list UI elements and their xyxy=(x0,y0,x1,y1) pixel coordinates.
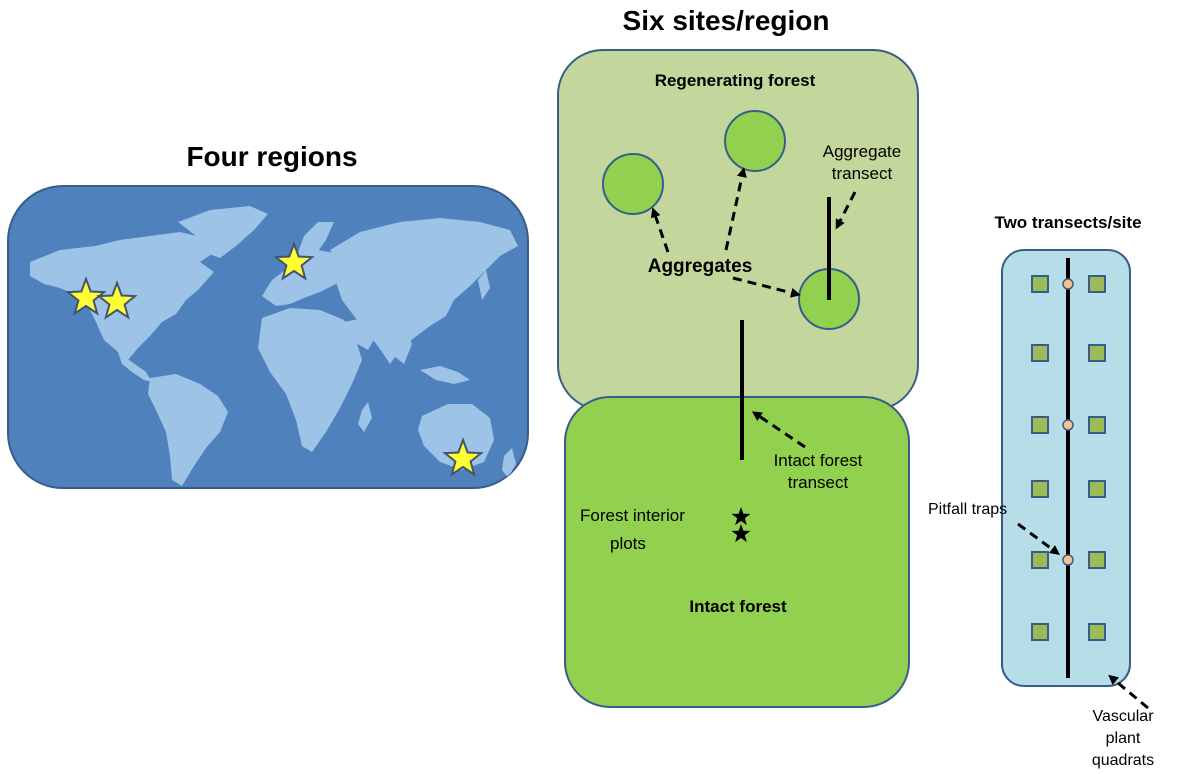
vascular-plant-quadrat xyxy=(1088,416,1106,434)
india-landmass xyxy=(388,326,412,364)
vascular-label-line3: quadrats xyxy=(1092,752,1154,769)
vascular-plant-quadrat xyxy=(1088,344,1106,362)
pitfall-trap xyxy=(1062,419,1074,431)
vascular-label-line2: plant xyxy=(1106,730,1141,747)
greenland-landmass xyxy=(178,206,268,258)
central-america-landmass xyxy=(118,352,152,382)
six-sites-title: Six sites/region xyxy=(623,5,830,36)
arabia-landmass xyxy=(344,318,378,350)
intact-transect-label-line2: transect xyxy=(788,473,849,492)
vascular-plant-quadrat xyxy=(1031,623,1049,641)
japan-landmass xyxy=(478,270,490,300)
pitfall-traps-label: Pitfall traps xyxy=(928,501,1007,518)
vascular-plant-quadrat xyxy=(1088,275,1106,293)
vascular-plant-quadrat xyxy=(1031,275,1049,293)
aggregate-arrow xyxy=(724,167,747,251)
pitfall-trap xyxy=(1062,278,1074,290)
south-america-landmass xyxy=(148,374,228,486)
vascular-plant-quadrat xyxy=(1031,344,1049,362)
region-star-icon xyxy=(273,241,315,281)
aggregate-transect-label-line2: transect xyxy=(832,164,893,183)
intact-forest-label: Intact forest xyxy=(689,597,787,616)
intact-forest-panel xyxy=(564,396,910,708)
intact-transect-arrow xyxy=(751,411,806,449)
aggregate-circle xyxy=(602,153,664,215)
forest-interior-plot-star-icon xyxy=(731,507,751,526)
vascular-quadrats-arrow xyxy=(1108,674,1149,710)
region-star-icon xyxy=(65,276,107,316)
aggregates-label: Aggregates xyxy=(648,256,753,277)
region-stars xyxy=(65,241,484,477)
vascular-plant-quadrat xyxy=(1031,551,1049,569)
aggregate-transect-arrow xyxy=(835,191,857,230)
pitfall-trap xyxy=(1062,554,1074,566)
region-star-icon xyxy=(96,280,138,320)
regenerating-forest-panel xyxy=(557,49,919,411)
scandinavia-landmass xyxy=(296,222,334,258)
region-star-icon xyxy=(442,437,484,477)
aggregate-arrow xyxy=(650,207,670,253)
forest-interior-plots-label-line1: Forest interior xyxy=(580,506,685,525)
aggregate-circle xyxy=(724,110,786,172)
aggregate-arrow xyxy=(732,276,801,298)
quadrats-group xyxy=(1031,275,1106,641)
aggregate-transect-label-line1: Aggregate xyxy=(823,142,901,161)
vascular-plant-quadrat xyxy=(1088,551,1106,569)
asia-landmass xyxy=(330,218,518,364)
forest-interior-plot-stars xyxy=(731,507,751,543)
two-transects-title: Two transects/site xyxy=(994,213,1141,232)
vascular-plant-quadrat xyxy=(1088,480,1106,498)
vascular-label-line1: Vascular xyxy=(1092,708,1154,725)
southeast-asia-islands xyxy=(420,366,470,384)
vascular-plant-quadrat xyxy=(1031,480,1049,498)
vascular-plant-quadrat xyxy=(1088,623,1106,641)
pitfall-traps-group xyxy=(1062,278,1074,566)
forest-interior-plots-label-line2: plots xyxy=(610,534,646,553)
africa-landmass xyxy=(258,308,362,452)
forest-interior-plot-star-icon xyxy=(731,524,751,543)
vascular-plant-quadrat xyxy=(1031,416,1049,434)
pitfall-traps-arrow xyxy=(1017,522,1061,555)
madagascar-landmass xyxy=(358,402,372,432)
four-regions-title: Four regions xyxy=(186,141,357,172)
intact-transect-label-line1: Intact forest xyxy=(774,451,863,470)
new-zealand-landmass xyxy=(502,448,516,478)
regenerating-forest-label: Regenerating forest xyxy=(655,71,816,90)
